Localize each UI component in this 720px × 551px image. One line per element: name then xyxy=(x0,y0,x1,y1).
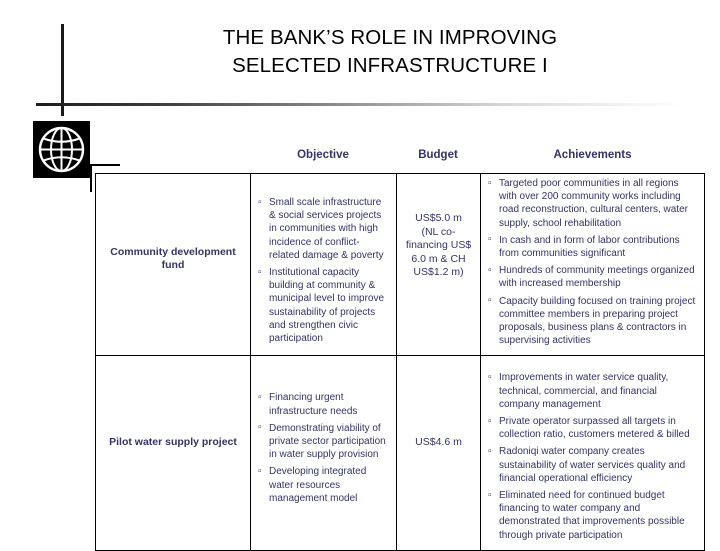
page-title: THE BANK’S ROLE IN IMPROVING SELECTED IN… xyxy=(120,24,660,80)
cell-achievements: Targeted poor communities in all regions… xyxy=(480,172,705,357)
list-item: Developing integrated water resources ma… xyxy=(257,465,390,505)
list-item: Targeted poor communities in all regions… xyxy=(487,177,698,230)
table-column-headers: Objective Budget Achievements xyxy=(250,149,705,167)
objective-list: Small scale infrastructure & social serv… xyxy=(257,195,390,345)
budget-line: 6.0 m & CH xyxy=(411,252,466,265)
projects-table: Community development fund Small scale i… xyxy=(95,172,705,551)
objective-list: Financing urgent infrastructure needs De… xyxy=(257,391,390,505)
cell-project-name: Community development fund xyxy=(95,172,251,357)
header-horizontal-rule xyxy=(36,103,712,106)
list-item: Radoniqi water company creates sustainab… xyxy=(487,445,698,485)
achievement-list: Improvements in water service quality, t… xyxy=(487,371,698,541)
list-item: Capacity building focused on training pr… xyxy=(487,294,698,348)
page-title-line-2: SELECTED INFRASTRUCTURE I xyxy=(232,54,548,77)
logo-corner-frame xyxy=(90,164,120,192)
project-name-label: Community development fund xyxy=(110,246,236,271)
column-header-objective: Objective xyxy=(297,149,349,161)
cell-budget: US$5.0 m (NL co- financing US$ 6.0 m & C… xyxy=(396,172,481,357)
list-item: Private operator surpassed all targets i… xyxy=(487,415,698,441)
budget-line: financing US$ xyxy=(405,239,472,251)
list-item: Improvements in water service quality, t… xyxy=(487,371,698,411)
list-item: Institutional capacity building at commu… xyxy=(257,266,390,345)
cell-objective: Small scale infrastructure & social serv… xyxy=(250,172,397,357)
achievement-list: Targeted poor communities in all regions… xyxy=(487,177,698,347)
budget-line: US$1.2 m) xyxy=(413,266,464,278)
project-name-label: Pilot water supply project xyxy=(109,436,237,449)
table-row: Pilot water supply project Financing urg… xyxy=(95,355,705,551)
list-item: Financing urgent infrastructure needs xyxy=(257,391,390,417)
header-vertical-rule xyxy=(61,24,64,116)
page-title-line-1: THE BANK’S ROLE IN IMPROVING xyxy=(222,26,558,49)
budget-line: (NL co- xyxy=(421,225,456,238)
list-item: Demonstrating viability of private secto… xyxy=(257,421,390,462)
list-item: Hundreds of community meetings organized… xyxy=(487,264,698,290)
table-row: Community development fund Small scale i… xyxy=(95,172,705,357)
cell-objective: Financing urgent infrastructure needs De… xyxy=(250,355,397,551)
world-bank-globe-icon xyxy=(33,121,90,178)
list-item: Small scale infrastructure & social serv… xyxy=(257,195,390,262)
cell-project-name: Pilot water supply project xyxy=(95,355,251,551)
cell-achievements: Improvements in water service quality, t… xyxy=(480,355,705,551)
list-item: In cash and in form of labor contributio… xyxy=(487,233,698,260)
cell-budget: US$4.6 m xyxy=(396,355,481,551)
budget-line: US$4.6 m xyxy=(415,436,462,449)
budget-value: US$5.0 m (NL co- financing US$ 6.0 m & C… xyxy=(403,212,474,280)
column-header-achievements: Achievements xyxy=(553,149,632,161)
column-header-budget: Budget xyxy=(418,149,458,161)
list-item: Eliminated need for continued budget fin… xyxy=(487,489,698,542)
budget-value: US$4.6 m xyxy=(403,436,474,450)
budget-line: US$5.0 m xyxy=(415,212,462,224)
